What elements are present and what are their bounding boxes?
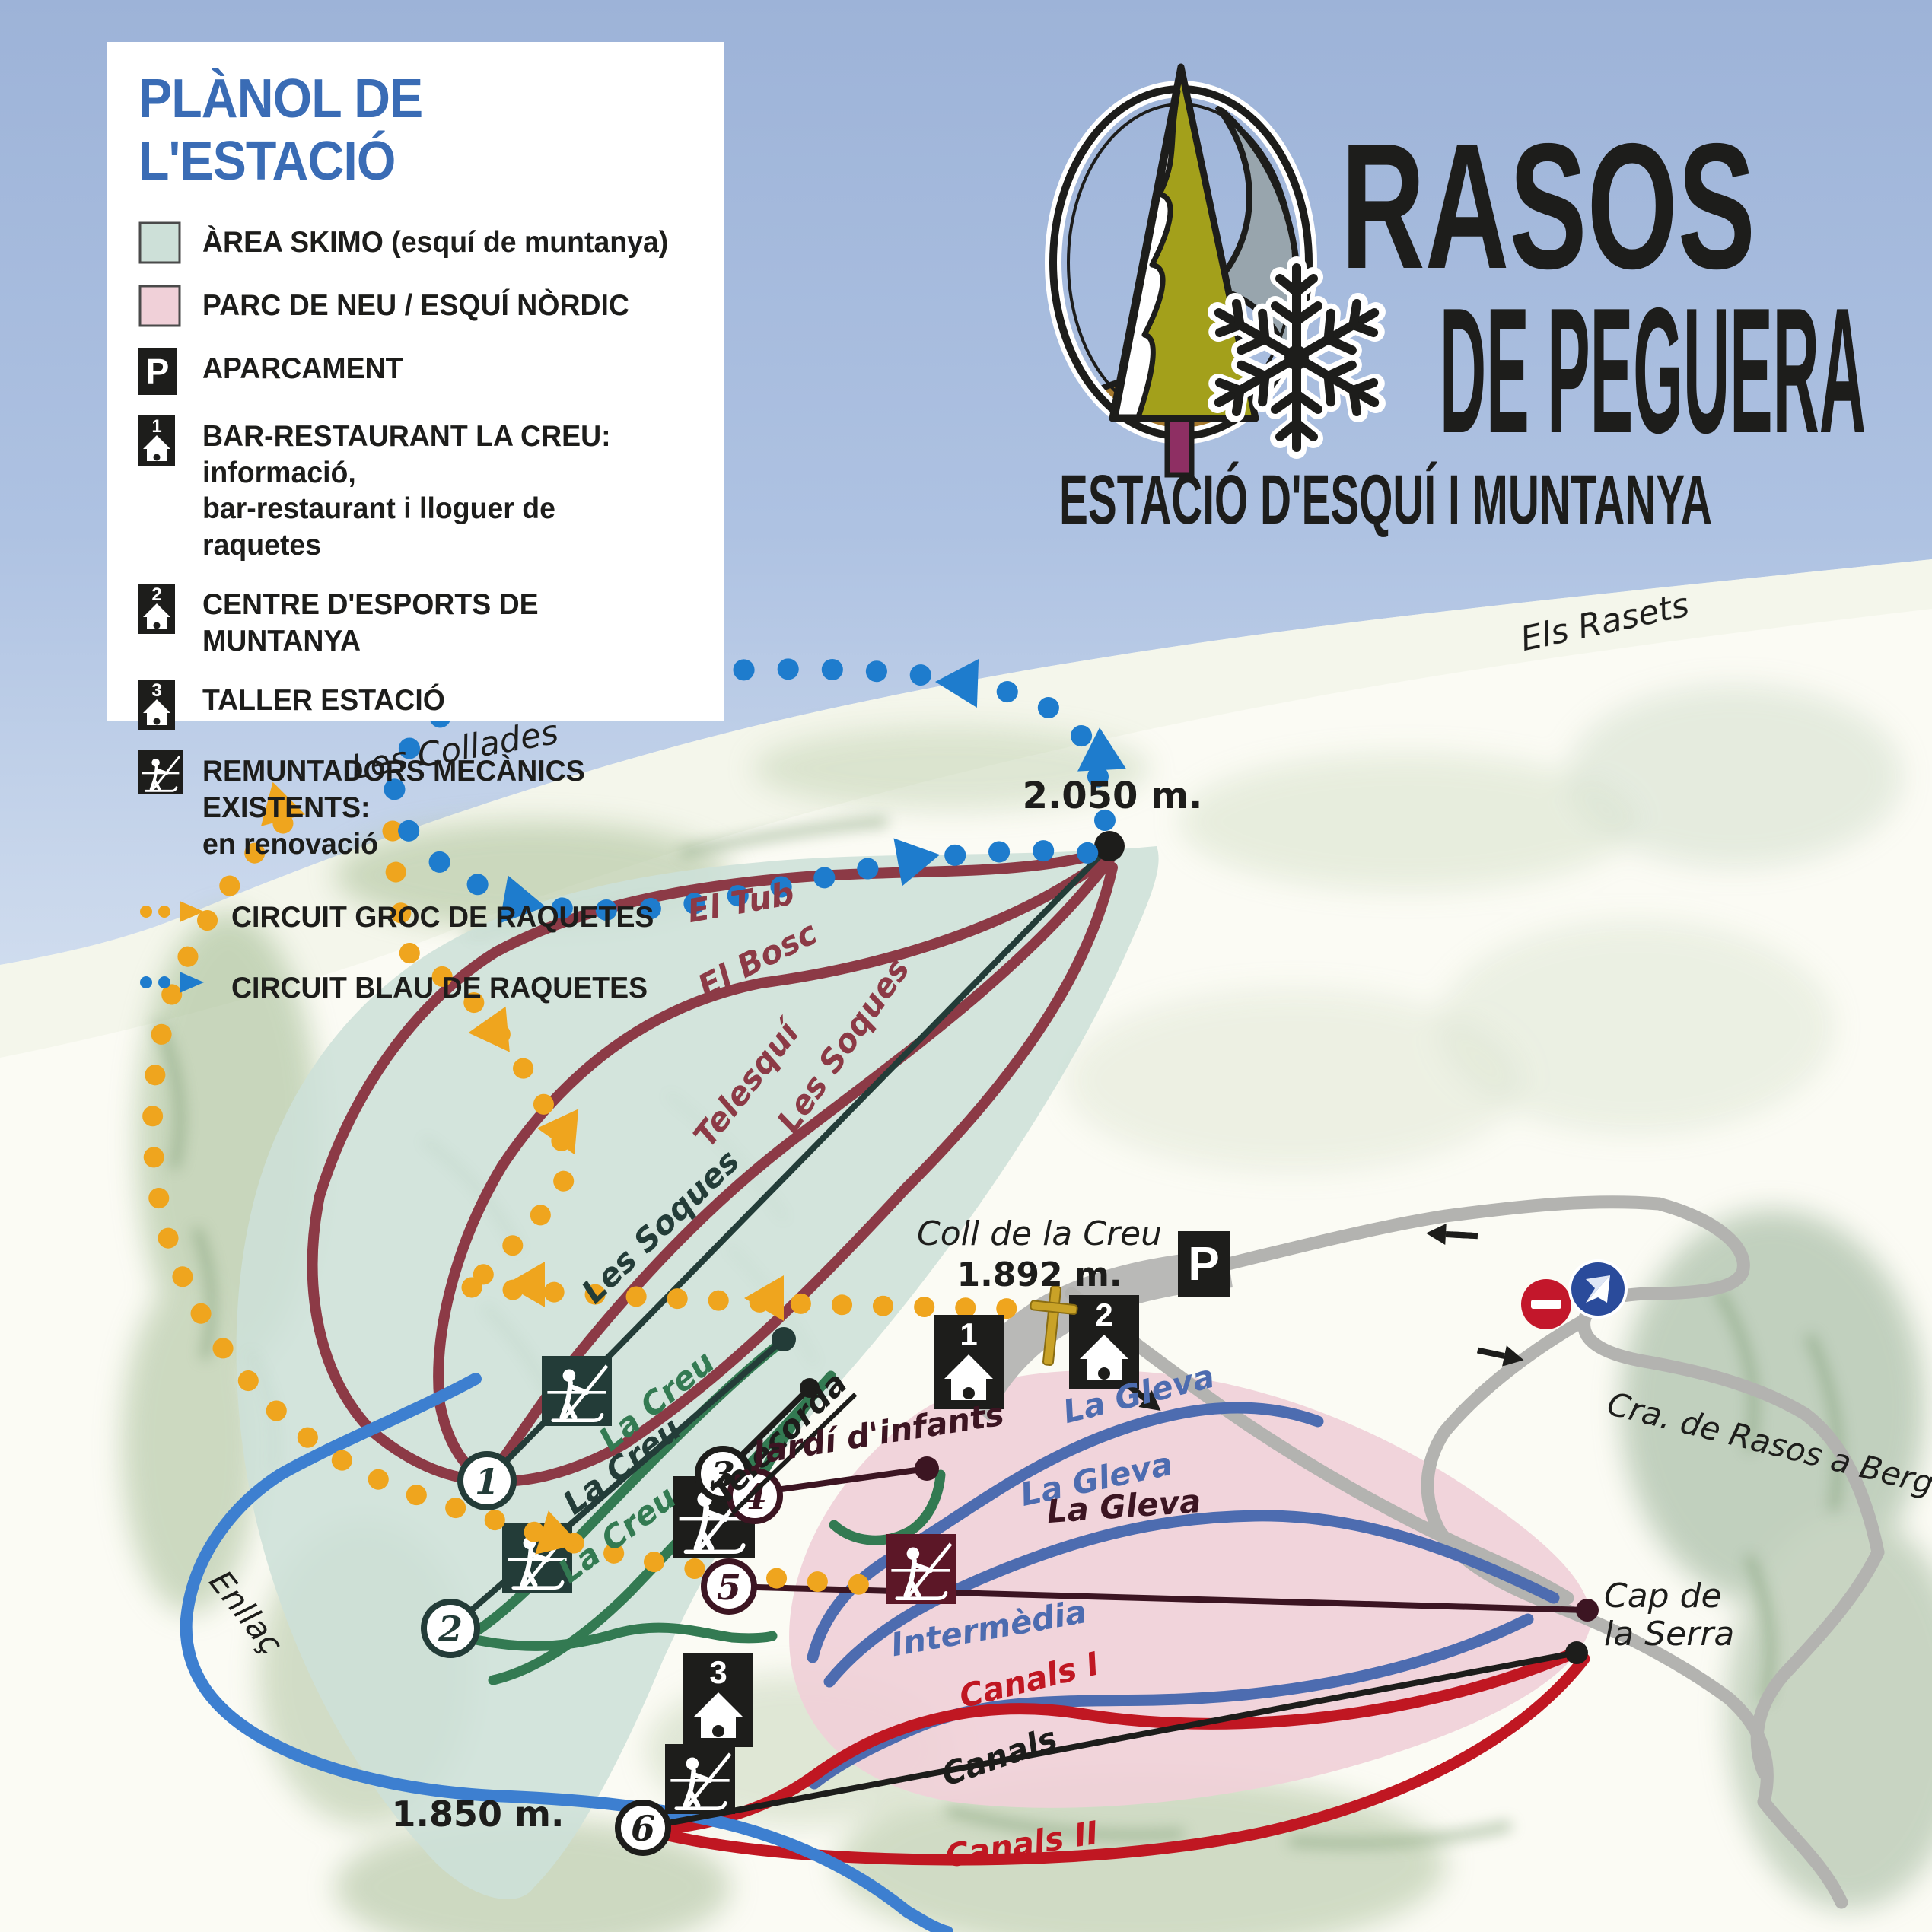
summit-cross-icon — [1030, 1285, 1078, 1367]
roads — [1065, 1195, 1885, 1909]
lift-icon — [542, 1356, 612, 1426]
parking-letter: P — [1188, 1238, 1219, 1291]
legend-item-label: BAR-RESTAURANT LA CREU: informació, bar-… — [202, 420, 611, 562]
lift-stations: 1 2 3 4 5 6 — [421, 1446, 783, 1856]
legend-item-bar-restaurant: 1 BAR-RESTAURANT LA CREU: informació, ba… — [138, 415, 702, 563]
yellow-circuit-icon — [138, 896, 212, 927]
trail-la-gleva-mid — [823, 1510, 1560, 1688]
trail-el-bosc — [433, 851, 1115, 1486]
legend-item-label: TALLER ESTACIÓ — [202, 684, 445, 718]
label-alt-1850: 1.850 m. — [392, 1794, 565, 1835]
circuit-groc-arrows — [261, 781, 784, 1555]
lift-icon — [665, 1744, 735, 1814]
legend-item-parking: P APARCAMENT — [138, 348, 702, 395]
skimo-swatch — [138, 221, 183, 264]
legend-item-nordic: PARC DE NEU / ESQUÍ NÒRDIC — [138, 285, 702, 327]
blue-circuit-icon — [138, 967, 212, 998]
trail-enllac — [180, 1373, 953, 1932]
building-marker-3: 3 — [683, 1653, 753, 1747]
legend-item-taller: 3 TALLER ESTACIÓ — [138, 680, 702, 730]
lift-jardi-line — [754, 1466, 928, 1496]
station-1: 1 — [457, 1451, 517, 1510]
legend-item-label: ÀREA SKIMO (esquí de muntanya) — [202, 226, 669, 259]
station-number: 6 — [631, 1808, 655, 1849]
station-number: 5 — [717, 1567, 741, 1608]
legend-title: PLÀNOL DE L'ESTACIÓ — [138, 68, 423, 192]
label-coll-name: Coll de la Creu — [917, 1214, 1162, 1253]
svg-text:1: 1 — [151, 416, 161, 437]
building-marker-1: 1 — [934, 1315, 1004, 1409]
legend-item-label: CENTRE D'ESPORTS DE MUNTANYA — [202, 588, 539, 657]
trail-les-soques — [482, 862, 1118, 1487]
station-5: 5 — [701, 1558, 757, 1615]
parking-marker: P — [1178, 1231, 1230, 1297]
logo-title-line1: RASOS — [1341, 106, 1755, 306]
legend-item-remuntadors: REMUNTADORS MECÀNICS EXISTENTS: en renov… — [138, 750, 702, 862]
legend-item-centre-esports: 2 CENTRE D'ESPORTS DE MUNTANYA — [138, 584, 702, 659]
compass-icon — [1568, 1259, 1628, 1319]
parking-icon: P — [138, 348, 183, 395]
nordic-trails — [650, 1402, 1590, 1866]
building-number: 3 — [709, 1654, 727, 1690]
trail-telesqui — [482, 855, 1115, 1486]
logo-subtitle: ESTACIÓ D'ESQUÍ I MUNTANYA — [1059, 460, 1712, 539]
label-cap-line1: Cap de — [1604, 1577, 1722, 1615]
legend-item-label: CIRCUIT BLAU DE RAQUETES — [231, 971, 648, 1004]
label-cap-line2: la Serra — [1604, 1615, 1734, 1653]
svg-text:2: 2 — [151, 584, 161, 605]
legend-item-circuit-blau: CIRCUIT BLAU DE RAQUETES — [138, 967, 702, 1007]
no-entry-icon — [1521, 1279, 1571, 1329]
nordic-area — [789, 1370, 1591, 1808]
building-number: 1 — [960, 1316, 977, 1352]
summit-dot — [1094, 831, 1125, 861]
station-number: 1 — [475, 1461, 499, 1502]
circuit-groc — [142, 813, 1036, 1596]
legend-item-circuit-groc: CIRCUIT GROC DE RAQUETES — [138, 896, 702, 936]
trail-canals-2 — [662, 1653, 1590, 1866]
svg-text:3: 3 — [151, 680, 161, 701]
lift-icon — [886, 1534, 956, 1604]
legend-item-label: PARC DE NEU / ESQUÍ NÒRDIC — [202, 289, 629, 322]
logo-snowflake-icon — [1207, 256, 1386, 449]
lift-la-gleva-line — [728, 1583, 1588, 1613]
building-2-icon: 2 — [138, 584, 183, 635]
building-1-icon: 1 — [138, 415, 183, 466]
parking-swath — [955, 1249, 1233, 1421]
nordic-swatch — [138, 285, 183, 327]
legend-item-label: REMUNTADORS MECÀNICS EXISTENTS: en renov… — [202, 755, 585, 861]
station-2: 2 — [421, 1599, 480, 1658]
building-number: 2 — [1095, 1297, 1112, 1332]
station-number: 2 — [438, 1609, 463, 1650]
legend-item-label: CIRCUIT GROC DE RAQUETES — [231, 901, 654, 934]
building-marker-2: 2 — [1069, 1295, 1139, 1389]
svg-text:P: P — [146, 352, 170, 391]
resort-logo: RASOS DE PEGUERA ESTACIÓ D'ESQUÍ I MUNTA… — [1045, 63, 1866, 539]
building-markers: 1 2 3 P — [683, 1231, 1230, 1747]
trail-intermedia — [808, 1613, 1534, 1790]
legend-item-label: APARCAMENT — [202, 352, 403, 385]
label-coll-alt: 1.892 m. — [956, 1256, 1122, 1294]
legend-panel: PLÀNOL DE L'ESTACIÓ ÀREA SKIMO (esquí de… — [107, 42, 724, 1004]
label-alt-2050: 2.050 m. — [1023, 775, 1203, 817]
building-3-icon: 3 — [138, 680, 183, 730]
station-6: 6 — [615, 1800, 671, 1856]
legend-item-skimo: ÀREA SKIMO (esquí de muntanya) — [138, 221, 702, 264]
logo-title-line2: DE PEGUERA — [1440, 270, 1866, 470]
lift-icon — [138, 750, 183, 794]
lift-canals-line — [642, 1650, 1577, 1831]
